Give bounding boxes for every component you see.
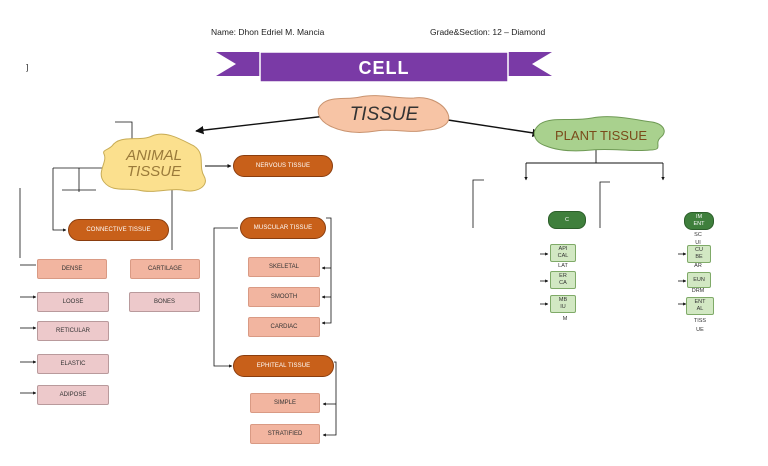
skeletal-node: SKELETAL xyxy=(248,257,320,277)
cartilage-node: CARTILAGE xyxy=(130,259,200,279)
plant-left-overflow-2: M xyxy=(562,316,568,322)
plant-left-overflow-1: LAT xyxy=(558,263,568,269)
reticular-node: RETICULAR xyxy=(37,321,109,341)
plant-right-overflow-2: UI xyxy=(695,240,701,246)
banner-title: CELL xyxy=(358,57,410,78)
plant-left-box-3: MB IU xyxy=(550,295,576,313)
bones-node: BONES xyxy=(129,292,200,312)
stratified-node: STRATIFIED xyxy=(250,424,320,444)
animal-tissue-label: ANIMAL TISSUE xyxy=(104,143,204,185)
plant-right-overflow-1: SC xyxy=(694,232,702,238)
plant-right-group-header: IM ENT xyxy=(684,212,714,230)
loose-node: LOOSE xyxy=(37,292,109,312)
cardiac-node: CARDIAC xyxy=(248,317,320,337)
adipose-node: ADIPOSE xyxy=(37,385,109,405)
epithelial-tissue-node: EPHITEAL TISSUE xyxy=(233,355,334,377)
plant-right-overflow-4: DRM xyxy=(691,288,705,294)
connective-tissue-node: CONNECTIVE TISSUE xyxy=(68,219,169,241)
simple-node: SIMPLE xyxy=(250,393,320,413)
smooth-node: SMOOTH xyxy=(248,287,320,307)
plant-left-box-1: API CAL xyxy=(550,244,576,262)
animal-label-line1: ANIMAL xyxy=(126,147,182,164)
muscular-tissue-node: MUSCULAR TISSUE xyxy=(240,217,326,239)
plant-right-overflow-3: AR xyxy=(694,263,702,269)
plant-left-box-2: ER CA xyxy=(550,271,576,289)
animal-label-line2: TISSUE xyxy=(126,163,182,180)
nervous-tissue-node: NERVOUS TISSUE xyxy=(233,155,333,177)
plant-right-box-1: CU BE xyxy=(687,245,711,263)
plant-tissue-label: PLANT TISSUE xyxy=(555,127,647,143)
plant-right-overflow-5: TISS xyxy=(693,318,707,324)
student-name: Name: Dhon Edriel M. Mancia xyxy=(211,27,325,37)
plant-right-box-2: EUN xyxy=(687,272,711,288)
arrow-to-animal xyxy=(195,114,336,135)
grade-section: Grade&Section: 12 – Diamond xyxy=(430,27,546,37)
elastic-node: ELASTIC xyxy=(37,354,109,374)
arrow-to-plant xyxy=(447,119,541,138)
plant-right-overflow-6: UE xyxy=(696,327,704,333)
dense-node: DENSE xyxy=(37,259,107,279)
stray-mark: ] xyxy=(26,62,29,72)
root-label: TISSUE xyxy=(349,104,419,125)
plant-left-group-header: C xyxy=(548,211,586,229)
plant-right-box-3: ENT AL xyxy=(686,297,714,315)
